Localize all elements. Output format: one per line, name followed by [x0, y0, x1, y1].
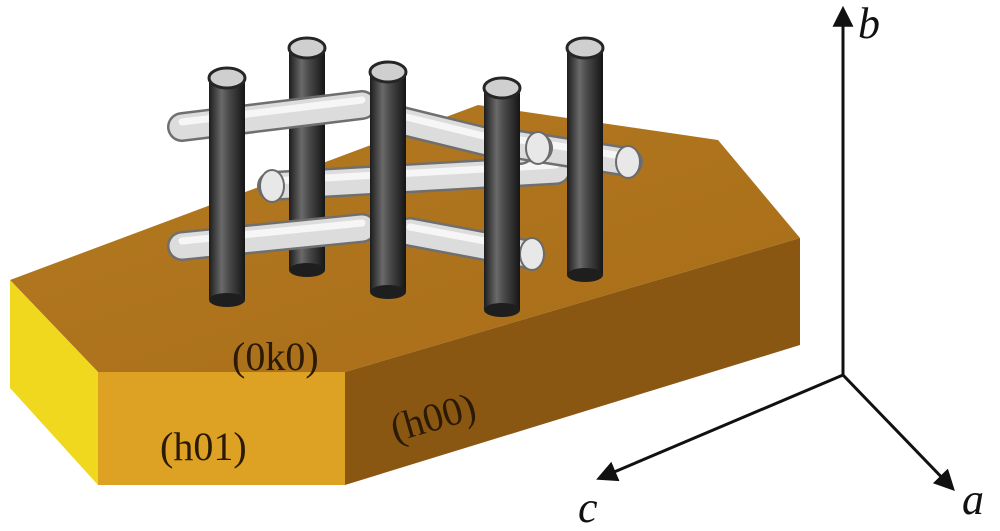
light-rod-cap: [519, 237, 545, 271]
front-left-face: [98, 372, 345, 485]
dark-rod-back-right-top-cap: [565, 36, 605, 60]
light-rod-cap: [615, 145, 641, 179]
b-axis-label: b: [858, 0, 880, 48]
a-axis-arrow: [841, 373, 955, 492]
dark-rod-front-left-bottom: [209, 293, 245, 307]
c-axis-arrow: [596, 373, 844, 482]
light-rod-cap: [259, 169, 285, 203]
light-rod-cap: [525, 131, 551, 165]
dark-rod-front-right-bottom: [484, 303, 520, 317]
rod-framework: [167, 36, 643, 317]
dark-rod-front-left-top-cap: [207, 66, 247, 90]
dark-rod-back-right-bottom: [567, 268, 603, 282]
dark-rod-front-left: [209, 78, 245, 300]
dark-rod-back-left-bottom: [289, 263, 325, 277]
dark-rod-front-center-top-cap: [368, 60, 408, 84]
dark-rod-front-center-bottom: [370, 285, 406, 299]
dark-rod-front-center: [370, 72, 406, 292]
front-left-face-label: (h01): [160, 424, 247, 469]
top-face-label: (0k0): [232, 334, 319, 379]
dark-rod-front-right: [484, 88, 520, 310]
dark-rod-front-right-top-cap: [482, 76, 522, 100]
dark-rod-back-right: [567, 48, 603, 275]
c-axis-label: c: [578, 483, 598, 531]
front-right-face: [345, 238, 800, 485]
dark-rod-back-left-top-cap: [287, 36, 327, 60]
a-axis-label: a: [962, 475, 984, 524]
axes: b c a: [578, 0, 984, 531]
left-end-face: [10, 280, 98, 485]
